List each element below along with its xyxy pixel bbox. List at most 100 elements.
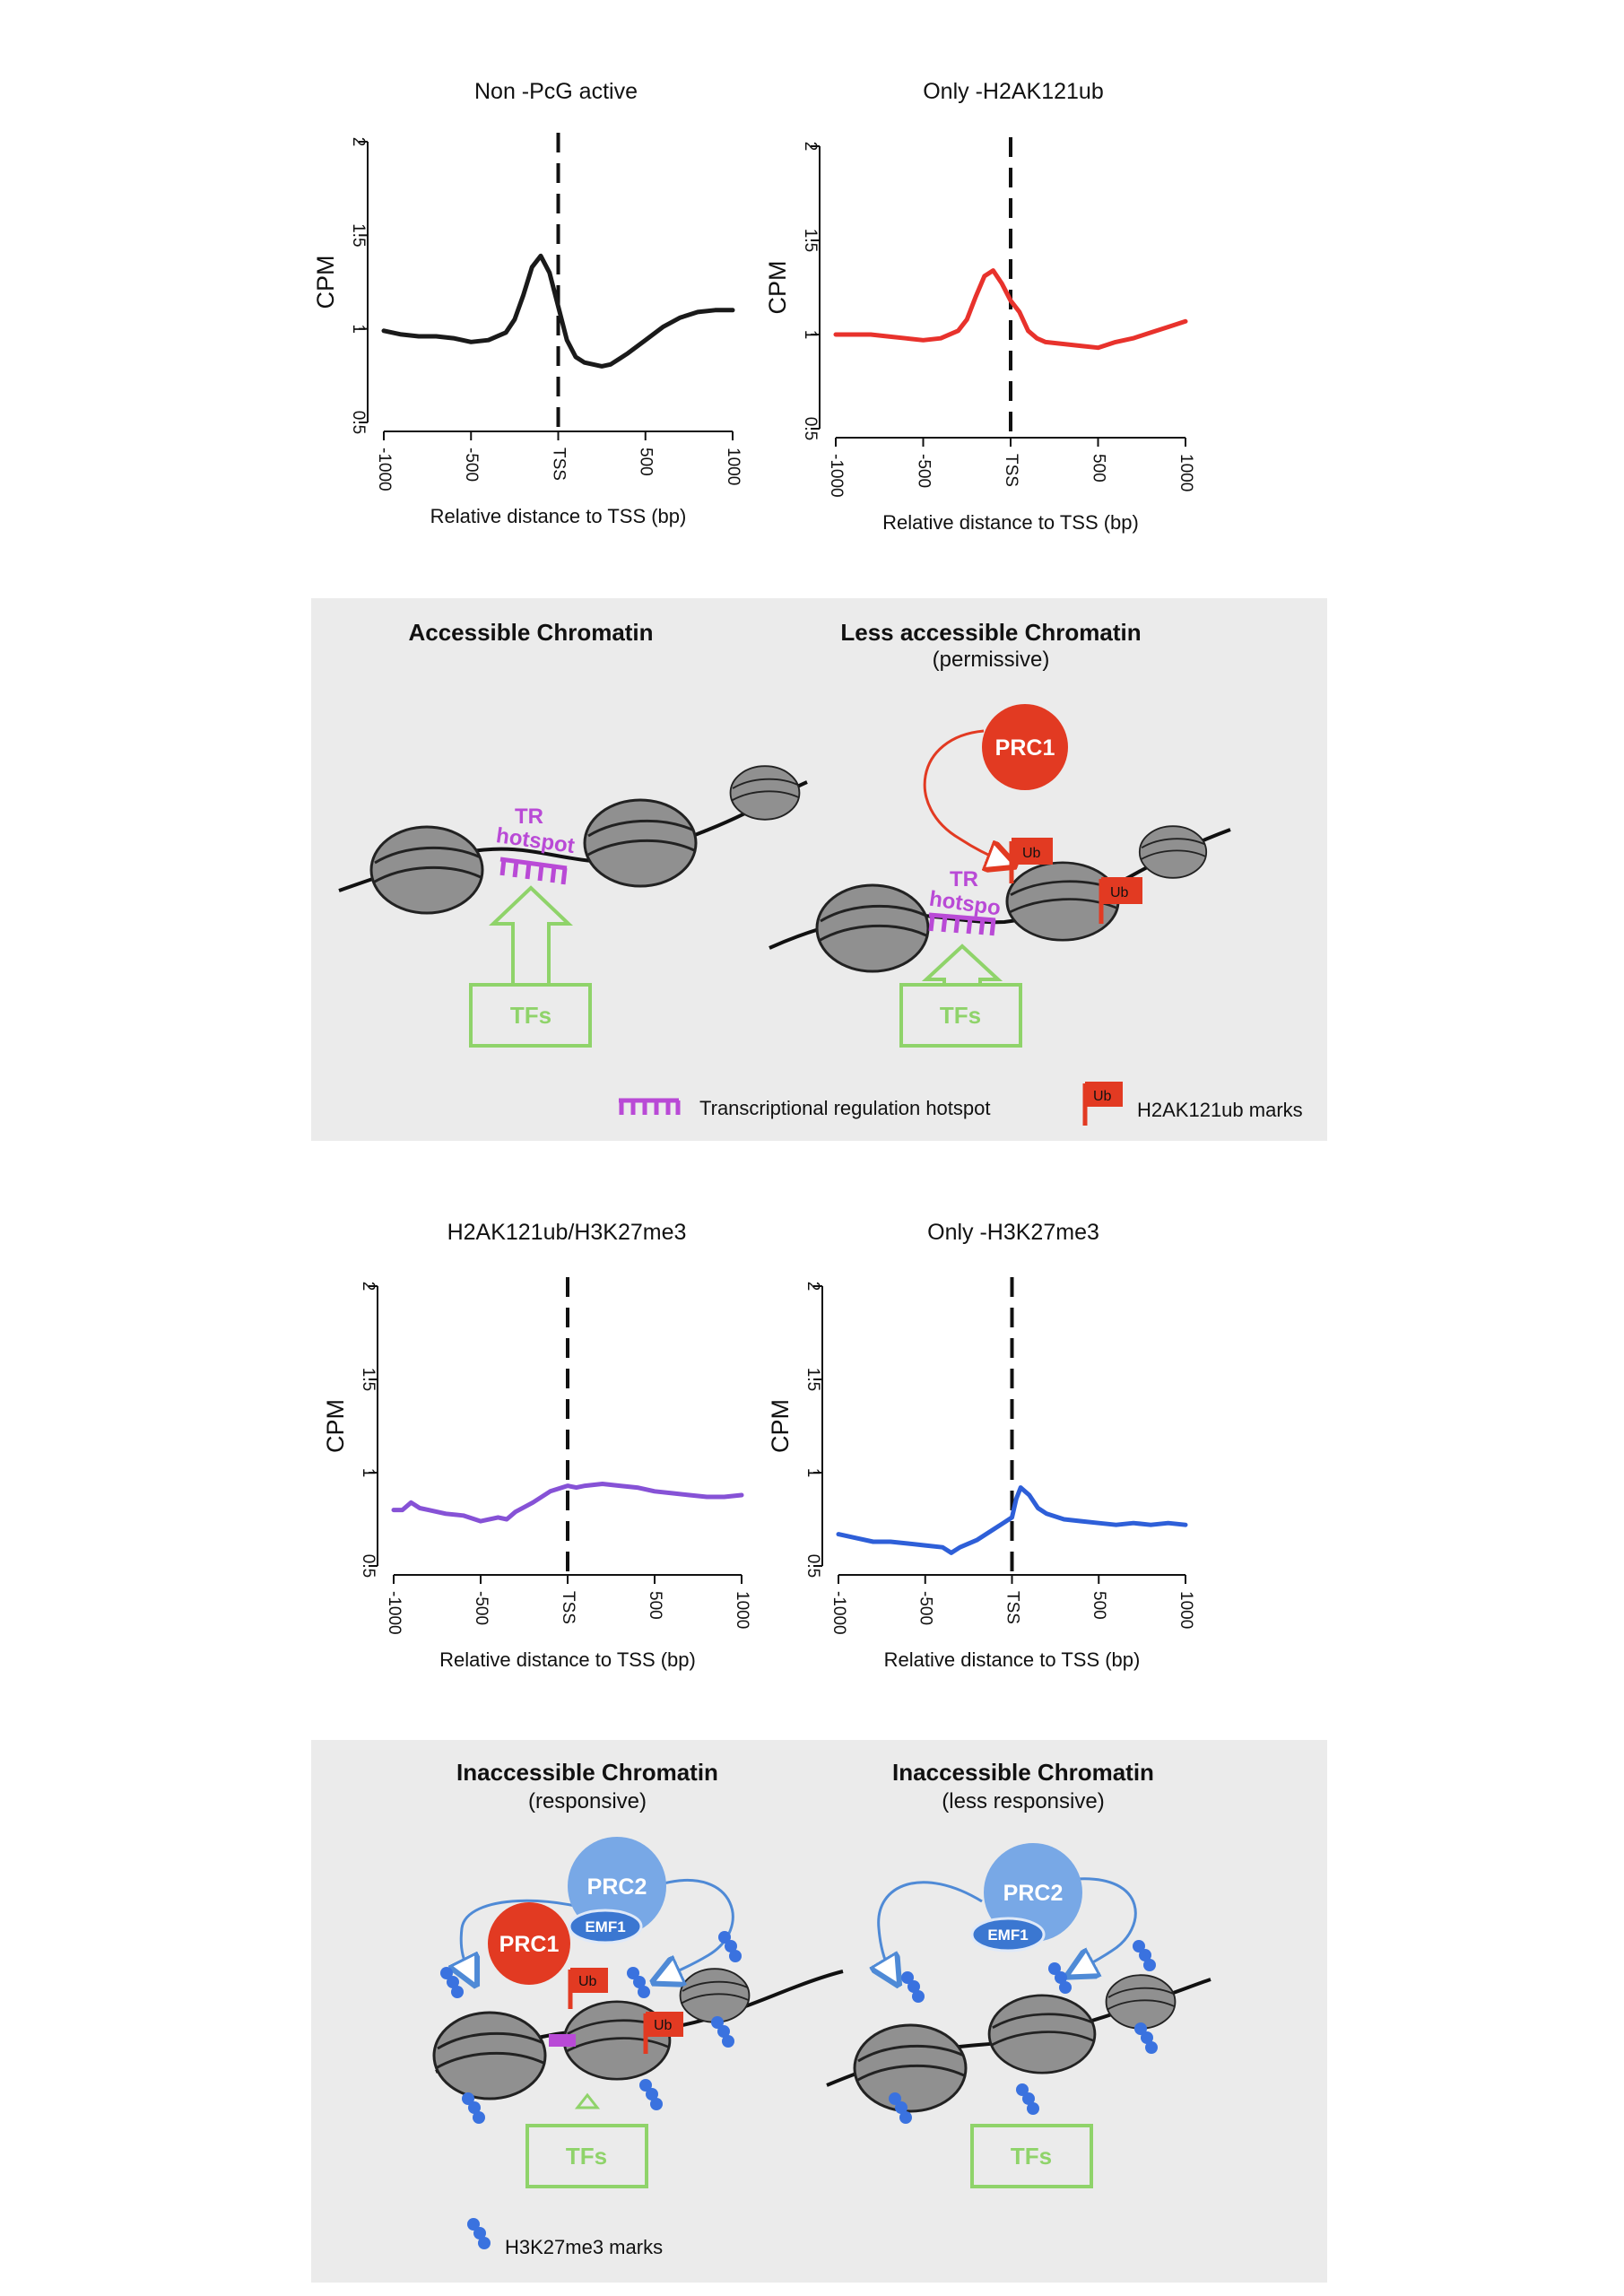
ub-label: Ub bbox=[1022, 846, 1041, 861]
nucleosome bbox=[1105, 1974, 1177, 2030]
x-tick-label: 1000 bbox=[733, 1591, 751, 1629]
bottom-chromatin-panel: Inaccessible Chromatin (responsive) PRC2… bbox=[311, 1740, 1327, 2283]
chart-title: Non -PcG active bbox=[474, 79, 638, 104]
x-tick-label: -1000 bbox=[385, 1591, 404, 1635]
nucleosome bbox=[369, 825, 484, 915]
ub-legend-flag-label: Ub bbox=[1093, 1089, 1112, 1104]
emf1-label: EMF1 bbox=[585, 1918, 625, 1935]
prc1-complex bbox=[982, 704, 1068, 790]
nucleosome bbox=[987, 1994, 1097, 2074]
prc1-complex bbox=[488, 1902, 570, 1985]
y-axis-label: CPM bbox=[322, 1399, 349, 1453]
y-axis-label: CPM bbox=[764, 261, 791, 315]
y-axis-label: CPM bbox=[767, 1399, 794, 1453]
y-tick-label: 0.5 bbox=[803, 1554, 822, 1578]
chart-title: Only -H2AK121ub bbox=[923, 79, 1104, 104]
panel-subtitle-permissive: (permissive) bbox=[933, 648, 1050, 672]
hotspot-icon bbox=[499, 857, 568, 885]
hotspot-icon bbox=[549, 2034, 576, 2047]
x-tick-label: 500 bbox=[1089, 454, 1107, 483]
prc2-complex bbox=[984, 1843, 1082, 1942]
prc1-arrow bbox=[923, 729, 1003, 861]
prc2-label: PRC2 bbox=[587, 1874, 647, 1900]
x-tick-label: TSS bbox=[549, 448, 568, 481]
hotspot-icon bbox=[928, 912, 996, 936]
y-tick-label: 1.5 bbox=[349, 223, 368, 247]
tfs-label: TFs bbox=[1011, 2143, 1052, 2170]
ub-label: Ub bbox=[578, 1974, 597, 1989]
panel-title-less-accessible: Less accessible Chromatin bbox=[840, 619, 1141, 646]
y-tick-label: 0.5 bbox=[359, 1554, 378, 1578]
ub-flag-icon bbox=[1009, 838, 1053, 883]
x-axis-label: Relative distance to TSS (bp) bbox=[884, 1648, 1141, 1671]
x-tick-label: 500 bbox=[1090, 1591, 1108, 1620]
emf1-protein bbox=[568, 1909, 643, 1944]
chart-title: H2AK121ub/H3K27me3 bbox=[447, 1220, 687, 1245]
x-tick-label: -1000 bbox=[375, 448, 394, 491]
prc1-label: PRC1 bbox=[995, 735, 1055, 761]
emf1-protein bbox=[970, 1917, 1046, 1952]
y-tick-label: 1.5 bbox=[803, 1368, 822, 1391]
x-tick-label: 500 bbox=[637, 448, 656, 476]
prc2-arrow bbox=[879, 1881, 983, 1973]
x-tick-label: TSS bbox=[1002, 454, 1020, 487]
emf1-label: EMF1 bbox=[987, 1926, 1028, 1944]
series-line bbox=[836, 1485, 1188, 1555]
x-tick-label: 1000 bbox=[1177, 1591, 1195, 1629]
ub-flag-legend-icon bbox=[1082, 1082, 1123, 1126]
tfs-box bbox=[525, 2124, 648, 2188]
hotspot-legend-icon bbox=[619, 1098, 681, 1115]
x-tick-label: 1000 bbox=[1177, 454, 1195, 491]
x-tick-label: TSS bbox=[1003, 1591, 1021, 1624]
tfs-label: TFs bbox=[510, 1002, 551, 1029]
panel-subtitle-less-responsive: (less responsive) bbox=[942, 1789, 1104, 1813]
y-tick-label: 2 bbox=[803, 1282, 822, 1292]
panel-background bbox=[311, 1740, 1327, 2283]
y-tick-label: 1 bbox=[359, 1468, 378, 1478]
tr-label: TR bbox=[515, 804, 543, 829]
nucleosome bbox=[815, 883, 930, 973]
x-tick-label: 500 bbox=[646, 1591, 664, 1620]
y-tick-label: 1 bbox=[349, 324, 368, 334]
panel-title-inaccessible-less: Inaccessible Chromatin bbox=[892, 1759, 1154, 1786]
ub-flag-icon bbox=[643, 2012, 683, 2054]
x-tick-label: -500 bbox=[916, 1591, 935, 1625]
x-tick-label: TSS bbox=[559, 1591, 578, 1624]
x-tick-label: -500 bbox=[914, 454, 933, 488]
nucleosome bbox=[432, 2011, 547, 2100]
x-tick-label: 1000 bbox=[724, 448, 743, 485]
y-tick-label: 0.5 bbox=[801, 417, 820, 440]
x-axis-label: Relative distance to TSS (bp) bbox=[430, 505, 687, 527]
y-tick-label: 2 bbox=[359, 1282, 378, 1292]
x-axis-label: Relative distance to TSS (bp) bbox=[882, 511, 1139, 534]
chart-title: Only -H3K27me3 bbox=[927, 1220, 1099, 1245]
tfs-box bbox=[899, 983, 1022, 1048]
prc1-label: PRC1 bbox=[499, 1932, 560, 1957]
ub-label: Ub bbox=[1110, 885, 1129, 900]
x-tick-label: -500 bbox=[462, 448, 481, 482]
nucleosome bbox=[679, 1968, 751, 2023]
x-axis-label: Relative distance to TSS (bp) bbox=[439, 1648, 696, 1671]
nucleosome bbox=[1138, 825, 1208, 879]
y-tick-label: 1 bbox=[801, 330, 820, 340]
y-tick-label: 0.5 bbox=[349, 411, 368, 434]
y-tick-label: 1.5 bbox=[801, 229, 820, 252]
tr-label: TR bbox=[950, 867, 978, 891]
ub-legend-label: H2AK121ub marks bbox=[1137, 1099, 1303, 1121]
panel-title-inaccessible-responsive: Inaccessible Chromatin bbox=[456, 1759, 718, 1786]
y-tick-label: 2 bbox=[349, 137, 368, 147]
tfs-label: TFs bbox=[940, 1002, 981, 1029]
tfs-box bbox=[970, 2124, 1093, 2188]
series-line bbox=[391, 1482, 744, 1524]
nucleosome bbox=[853, 2023, 968, 2113]
x-tick-label: -1000 bbox=[827, 454, 846, 498]
panel-title-accessible: Accessible Chromatin bbox=[408, 619, 653, 646]
ub-flag-icon bbox=[568, 1968, 608, 2009]
ub-flag-icon bbox=[1099, 877, 1142, 924]
